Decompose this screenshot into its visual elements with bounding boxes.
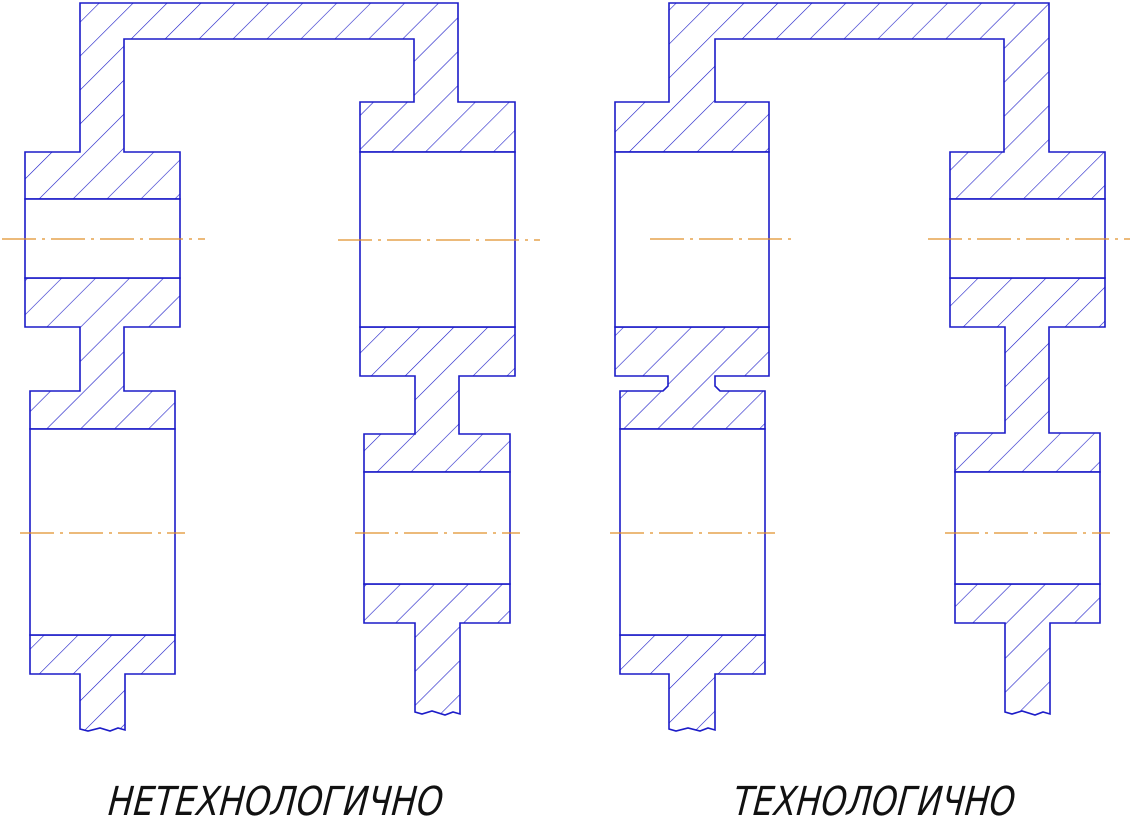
right-drawing	[614, 2, 1106, 732]
right-left-shaft	[619, 634, 766, 732]
right-bore-3	[619, 428, 766, 636]
left-bore-4	[363, 471, 511, 585]
left-bore-3	[29, 428, 176, 636]
centerlines	[2, 238, 1130, 534]
left-right-shaft	[363, 583, 511, 716]
left-drawing	[24, 2, 516, 732]
left-right-web	[359, 326, 516, 473]
left-left-web	[24, 277, 181, 430]
left-left-shaft	[29, 634, 176, 732]
right-right-shaft	[954, 583, 1101, 716]
left-u-section	[24, 2, 516, 200]
right-left-web	[614, 326, 770, 430]
right-u-section	[614, 2, 1106, 200]
caption-technological: ТЕХНОЛОГИЧНО	[727, 778, 1022, 825]
right-right-web	[949, 277, 1106, 473]
right-bore-4	[954, 471, 1101, 585]
caption-non-technological: НЕТЕХНОЛОГИЧНО	[103, 778, 450, 825]
